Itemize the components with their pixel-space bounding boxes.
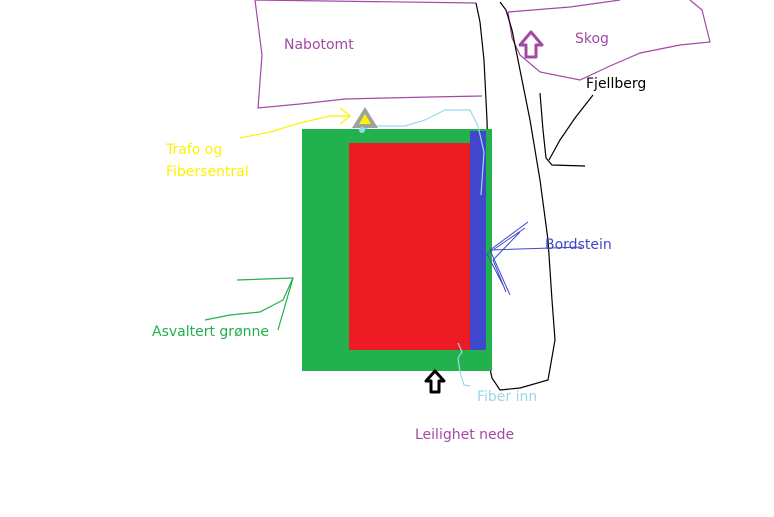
trafo-connector [359,127,365,133]
label-bordstein: Bordstein [545,237,612,253]
label-trafo-line2: Fibersentral [166,164,249,180]
trafo-pointer-line [239,107,351,139]
entrance-up-arrow-icon [424,369,446,394]
label-fjellberg: Fjellberg [586,76,647,92]
label-asvaltert: Asvaltert grønne [152,324,269,340]
label-skog: Skog [575,31,609,47]
skog-up-arrow-icon [518,30,544,59]
building [349,143,470,350]
bordstein-pointer [486,221,583,296]
nabotomt-outline [254,0,483,109]
skog-outline [507,0,711,81]
label-trafo-line1: Trafo og [166,142,223,158]
label-fiber-inn: Fiber inn [477,389,538,405]
fiber-line [359,109,485,387]
trafo-marker-inner [359,114,371,124]
label-leilighet: Leilighet nede [415,427,515,443]
label-nabotomt: Nabotomt [284,37,354,53]
asvaltert-pointer [204,277,294,331]
fjellberg-outline [539,92,594,167]
